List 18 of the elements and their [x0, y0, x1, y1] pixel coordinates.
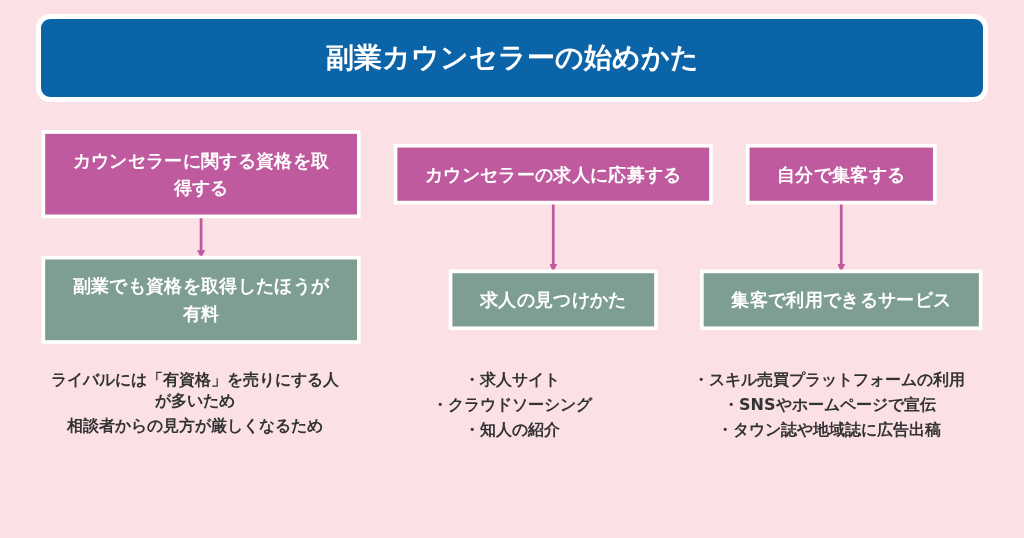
note-text: 相談者からの見方が厳しくなるため [65, 416, 324, 437]
node-box: 自分で集客する [745, 143, 937, 205]
node-box: 集客で利用できるサービス [700, 269, 983, 331]
title-banner: 副業カウンセラーの始めかた [36, 14, 988, 102]
note-text: ・クラウドソーシング [431, 395, 594, 416]
node-box: カウンセラーの求人に応募する [393, 143, 713, 205]
note-text: ・スキル売買プラットフォームの利用 [692, 370, 967, 391]
note-text: ・SNSやホームページで宣伝 [722, 395, 937, 416]
node-box: 求人の見つけかた [448, 269, 658, 331]
note-text: ・知人の紹介 [463, 420, 561, 441]
node-box: カウンセラーに関する資格を取得する [41, 130, 361, 219]
note-text: ライバルには「有資格」を売りにする人が多いため [49, 370, 340, 412]
arrow [837, 202, 846, 272]
note-text: ・求人サイト [463, 370, 561, 391]
arrow [197, 216, 206, 258]
note-text: ・タウン誌や地域誌に広告出稿 [716, 420, 943, 441]
arrow [549, 202, 558, 272]
node-box: 副業でも資格を取得したほうが有料 [41, 255, 361, 344]
